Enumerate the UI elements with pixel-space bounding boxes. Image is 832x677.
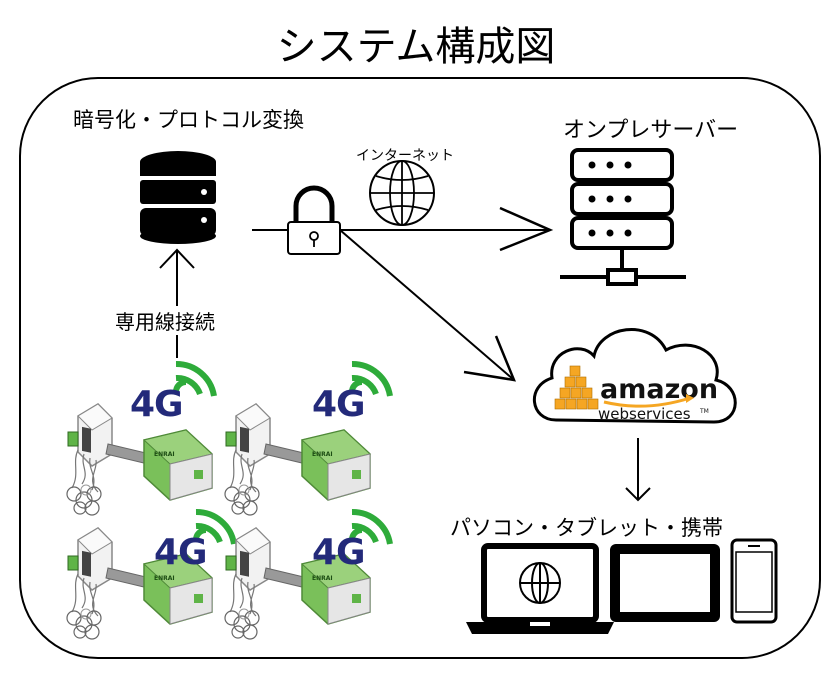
database-icon xyxy=(140,151,216,244)
laptop-icon xyxy=(466,543,614,634)
phone-icon xyxy=(730,538,778,624)
signal-arcs-2 xyxy=(349,360,393,397)
aws-sub-text: webservices xyxy=(598,405,691,423)
server-rack-icon xyxy=(560,148,686,286)
signal-arcs-3 xyxy=(193,508,237,545)
aws-tm-text: TM xyxy=(699,408,709,415)
signal-4g-label-4: 4G xyxy=(312,532,366,573)
aws-to-devices-arrow xyxy=(625,438,651,502)
dedicated-line-label: 専用線接続 xyxy=(113,306,217,335)
devices-label: パソコン・タブレット・携帯 xyxy=(450,516,723,540)
dedicated-line-arrow xyxy=(159,248,195,358)
encryption-label: 暗号化・プロトコル変換 xyxy=(73,108,304,132)
signal-4g-label-1: 4G xyxy=(130,384,184,425)
signal-4g-label-3: 4G xyxy=(154,532,208,573)
aws-brand-text: amazon xyxy=(600,374,718,405)
tablet-icon xyxy=(610,544,720,622)
diagram-title: システム構成図 xyxy=(276,24,556,70)
globe-icon xyxy=(369,160,435,226)
internet-label: インターネット xyxy=(356,148,454,164)
lock-icon xyxy=(287,185,341,255)
onprem-server-label: オンプレサーバー xyxy=(563,118,739,143)
cloud-icon: amazon webservices TM xyxy=(533,327,737,424)
aws-line-arrow xyxy=(339,229,516,382)
system-boundary xyxy=(19,77,821,659)
signal-arcs-4 xyxy=(349,508,393,545)
signal-4g-label-2: 4G xyxy=(312,384,366,425)
signal-arcs-1 xyxy=(173,360,217,397)
